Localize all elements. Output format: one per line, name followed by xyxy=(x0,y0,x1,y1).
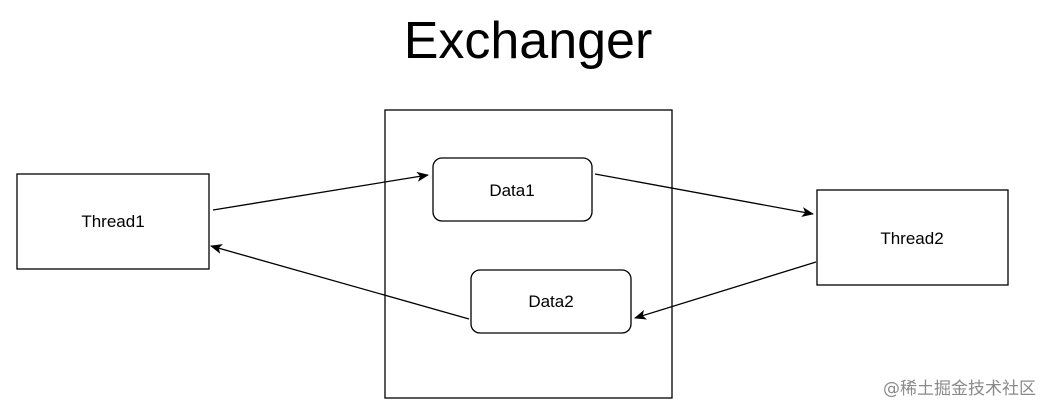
arrow-data2-to-thread1 xyxy=(210,244,470,320)
data1-box xyxy=(432,157,593,222)
thread2-label: Thread2 xyxy=(880,229,943,248)
thread1-node: Thread1 xyxy=(16,173,210,270)
arrow-thread1-to-data1 xyxy=(212,171,429,211)
arrow-data1-to-thread2 xyxy=(594,173,814,217)
data2-label: Data2 xyxy=(528,292,573,311)
data2-node: Data2 xyxy=(470,269,632,334)
exchanger-container xyxy=(384,109,673,399)
arrow-thread2-to-data2 xyxy=(634,261,817,320)
thread1-box xyxy=(16,173,210,270)
thread2-box xyxy=(816,189,1009,286)
thread2-node: Thread2 xyxy=(816,189,1009,286)
diagram-title: Exchanger xyxy=(404,12,653,70)
thread1-label: Thread1 xyxy=(81,212,144,231)
data1-label: Data1 xyxy=(489,181,534,200)
data1-node: Data1 xyxy=(432,157,593,222)
watermark: @稀土掘金技术社区 xyxy=(883,379,1036,399)
data2-box xyxy=(470,269,632,334)
